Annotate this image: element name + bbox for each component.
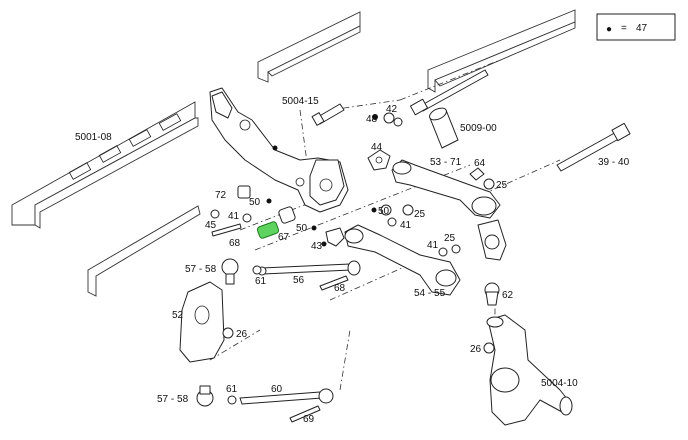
label-68-lower: 68 [334,283,346,294]
washer-41-left[interactable] [242,213,252,223]
washer-41-right[interactable] [387,217,397,227]
frame-rail-top[interactable] [257,9,576,93]
part-43[interactable] [325,227,345,247]
bolt-68-left[interactable] [211,223,242,237]
end-link-57-58-lower[interactable] [196,385,214,407]
part-64[interactable] [469,167,485,181]
label-5009-00: 5009-00 [460,123,497,134]
washer-61-lower[interactable] [227,395,237,405]
label-42: 42 [386,104,398,115]
tie-rod-56[interactable] [257,260,361,276]
label-45: 45 [205,220,217,231]
washer-45[interactable] [210,209,220,219]
washer-26-right[interactable] [483,342,495,354]
legend: ● = 47 [596,13,676,41]
label-50-center: 50 [296,223,308,234]
label-5004-10: 5004-10 [541,378,578,389]
label-43: 43 [311,241,323,252]
legend-box [596,13,676,41]
label-54-55: 54 - 55 [414,288,446,299]
bolt-69[interactable] [289,405,321,423]
bushing-72[interactable] [237,185,251,199]
label-68-left: 68 [229,238,241,249]
label-26-right: 26 [470,344,482,355]
label-25-right: 25 [414,209,426,220]
label-25-lower: 25 [444,233,456,244]
label-57-58-lower: 57 - 58 [157,394,189,405]
washer-61-upper[interactable] [252,265,262,275]
label-41-left: 41 [228,211,240,222]
leader-dots [266,145,377,247]
bolt-5004-15[interactable] [311,103,345,126]
bushing-50-left[interactable] [278,206,296,224]
part-25-upper[interactable] [483,178,495,190]
label-69: 69 [303,414,315,425]
label-25-upper: 25 [496,180,508,191]
label-67: 67 [278,232,290,243]
legend-equals: = [621,23,627,34]
label-60: 60 [271,384,283,395]
washer-50-right[interactable] [380,204,392,216]
frame-rail-left[interactable] [11,101,201,297]
bushing-67-highlighted[interactable] [256,221,280,239]
label-26-left: 26 [236,329,248,340]
label-39-40: 39 - 40 [598,157,630,168]
bracket-52[interactable] [179,281,225,363]
end-link-57-58-upper[interactable] [221,258,239,285]
legend-value: 47 [636,23,648,34]
bushing-5009-00[interactable] [428,106,459,149]
washer-set-48[interactable] [372,112,403,127]
steering-knuckle-5004-10[interactable] [477,219,573,426]
shaft-39-40[interactable] [556,122,631,172]
label-57-58-upper: 57 - 58 [185,264,217,275]
label-52: 52 [172,310,184,321]
label-41-right: 41 [400,220,412,231]
bolt-68-lower[interactable] [319,275,349,291]
ball-joint-62[interactable] [484,282,500,306]
washer-25-right[interactable] [402,204,414,216]
crossmember-bracket[interactable] [209,87,349,213]
king-pin-rod[interactable] [409,69,489,116]
label-48: 48 [366,114,378,125]
label-41-lower: 41 [427,240,439,251]
label-64: 64 [474,158,486,169]
legend-symbol: ● [606,24,612,35]
part-labels: 5001-08 5004-15 42 48 5009-00 44 53 - 71… [75,96,630,425]
part-44[interactable] [367,149,391,171]
drag-link-60[interactable] [239,388,334,405]
washer-41-lower[interactable] [438,247,448,257]
label-50-left: 50 [249,197,261,208]
label-5004-15: 5004-15 [282,96,319,107]
upper-arm-53-71[interactable] [391,159,501,219]
washer-25-lower[interactable] [451,244,461,254]
label-72: 72 [215,190,227,201]
washer-26-left[interactable] [222,327,234,339]
label-50-right: 50 [378,206,390,217]
label-56: 56 [293,275,305,286]
lower-arm-54-55[interactable] [344,224,461,296]
label-5001-08: 5001-08 [75,132,112,143]
label-53-71: 53 - 71 [430,157,462,168]
label-62: 62 [502,290,514,301]
label-44: 44 [371,142,383,153]
label-61-lower: 61 [226,384,238,395]
label-61-upper: 61 [255,276,267,287]
